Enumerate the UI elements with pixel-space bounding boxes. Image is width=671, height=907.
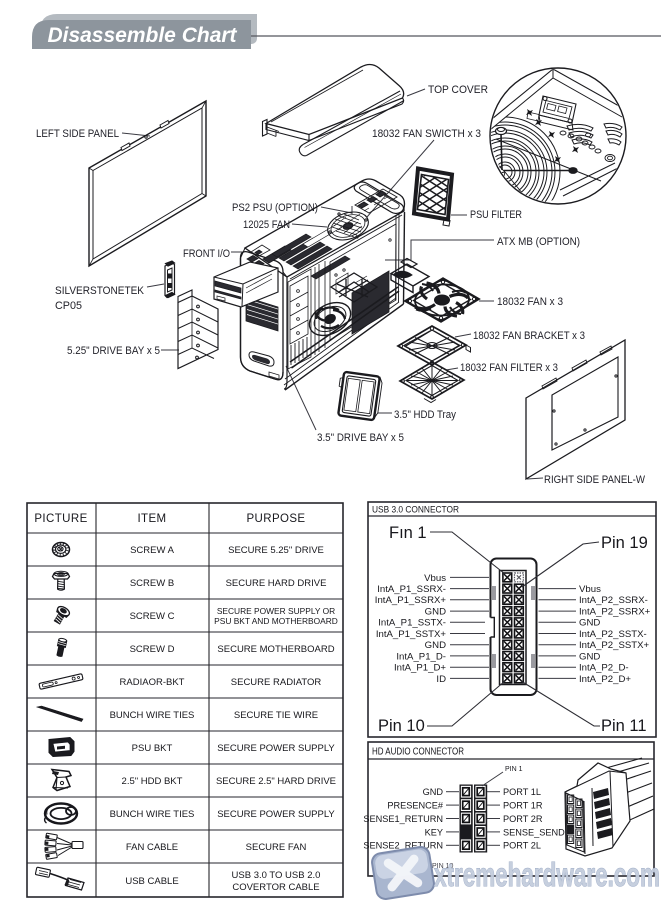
svg-text:Disassemble Chart: Disassemble Chart [47,24,237,47]
svg-text:SECURE HARD DRIVE: SECURE HARD DRIVE [226,578,327,589]
svg-text:12025 FAN: 12025 FAN [243,219,290,231]
svg-text:RIGHT SIDE PANEL-W: RIGHT SIDE PANEL-W [544,474,645,486]
svg-text:18032 FAN BRACKET x 3: 18032 FAN BRACKET x 3 [473,330,585,342]
svg-text:PRESENCE#: PRESENCE# [387,801,444,811]
svg-text:SECURE TIE WIRE: SECURE TIE WIRE [234,710,318,721]
svg-text:KEY: KEY [425,827,443,837]
svg-text:IntA_P1_SSRX-: IntA_P1_SSRX- [377,584,446,595]
svg-text:IntA_P2_D+: IntA_P2_D+ [579,674,631,685]
svg-text:IntA_P1_SSTX+: IntA_P1_SSTX+ [376,629,447,640]
svg-text:GND: GND [579,618,600,629]
svg-text:SECURE RADIATOR: SECURE RADIATOR [231,677,322,688]
svg-text:SENSE1_RETURN: SENSE1_RETURN [363,814,443,824]
svg-text:IntA_P2_SSRX+: IntA_P2_SSRX+ [579,607,651,618]
svg-text:PORT 2R: PORT 2R [503,814,543,824]
svg-text:SCREW C: SCREW C [130,611,175,622]
svg-text:IntA_P1_D-: IntA_P1_D- [396,651,446,662]
svg-text:ID: ID [436,674,446,685]
svg-text:GND: GND [423,787,444,797]
svg-text:LEFT SIDE PANEL: LEFT SIDE PANEL [36,128,119,140]
svg-text:IntA_P2_SSTX-: IntA_P2_SSTX- [579,629,647,640]
svg-text:IntA_P1_D+: IntA_P1_D+ [394,663,446,674]
svg-text:IntA_P2_SSRX-: IntA_P2_SSRX- [579,595,648,606]
svg-text:GND: GND [425,640,446,651]
svg-text:PORT 1L: PORT 1L [503,787,541,797]
svg-text:2.5" HDD BKT: 2.5" HDD BKT [122,776,183,787]
svg-text:CP05: CP05 [55,300,82,312]
svg-text:Vbus: Vbus [424,573,446,584]
svg-text:SENSE2_RETURN: SENSE2_RETURN [363,841,443,851]
svg-text:PSU BKT AND MOTHERBOARD: PSU BKT AND MOTHERBOARD [214,616,338,626]
svg-text:BUNCH WIRE TIES: BUNCH WIRE TIES [110,809,195,820]
svg-text:ITEM: ITEM [137,513,166,525]
svg-text:SECURE POWER SUPPLY OR: SECURE POWER SUPPLY OR [217,606,335,616]
svg-text:PORT 1R: PORT 1R [503,801,543,811]
svg-text:5.25" DRIVE BAY x 5: 5.25" DRIVE BAY x 5 [67,345,160,357]
svg-text:Pin 19: Pin 19 [601,534,648,552]
svg-text:PURPOSE: PURPOSE [246,513,305,525]
svg-text:TOP COVER: TOP COVER [428,84,488,96]
svg-text:SECURE FAN: SECURE FAN [246,842,307,853]
svg-text:ATX MB (OPTION): ATX MB (OPTION) [497,236,580,248]
svg-text:3.5" HDD Tray: 3.5" HDD Tray [394,409,456,421]
svg-text:SECURE POWER SUPPLY: SECURE POWER SUPPLY [217,743,335,754]
svg-text:PIN 1: PIN 1 [505,766,523,773]
svg-text:HD AUDIO CONNECTOR: HD AUDIO CONNECTOR [372,747,464,758]
svg-text:SENSE_SEND: SENSE_SEND [503,827,565,837]
svg-text:USB 3.0 CONNECTOR: USB 3.0 CONNECTOR [372,505,459,516]
svg-text:IntA_P1_SSRX+: IntA_P1_SSRX+ [375,595,447,606]
svg-text:SILVERSTONETEK: SILVERSTONETEK [55,285,144,297]
svg-text:GND: GND [579,651,600,662]
svg-text:18032 FAN x 3: 18032 FAN x 3 [497,296,563,308]
svg-text:Pin 11: Pin 11 [601,717,647,735]
svg-text:BUNCH WIRE TIES: BUNCH WIRE TIES [110,710,195,721]
svg-text:Fın 1: Fın 1 [389,524,427,542]
svg-text:PS2 PSU (OPTION): PS2 PSU (OPTION) [232,202,318,214]
svg-text:PSU FILTER: PSU FILTER [470,209,522,221]
svg-text:IntA_P2_SSTX+: IntA_P2_SSTX+ [579,640,650,651]
svg-text:Vbus: Vbus [579,584,601,595]
svg-text:IntA_P1_SSTX-: IntA_P1_SSTX- [378,618,446,629]
svg-text:USB CABLE: USB CABLE [125,876,178,887]
svg-text:PIN 10: PIN 10 [432,863,454,870]
svg-text:RADIAOR-BKT: RADIAOR-BKT [120,677,185,688]
svg-text:SCREW A: SCREW A [130,545,174,556]
svg-text:SCREW B: SCREW B [130,578,174,589]
svg-text:18032 FAN FILTER x 3: 18032 FAN FILTER x 3 [460,362,558,374]
svg-text:SECURE 2.5" HARD DRIVE: SECURE 2.5" HARD DRIVE [216,776,336,787]
svg-text:SECURE POWER SUPPLY: SECURE POWER SUPPLY [217,809,335,820]
svg-text:3.5" DRIVE BAY x 5: 3.5" DRIVE BAY x 5 [317,432,404,444]
svg-text:SCREW D: SCREW D [130,644,175,655]
svg-text:GND: GND [425,607,446,618]
svg-text:FAN CABLE: FAN CABLE [126,842,178,853]
svg-text:SECURE 5.25" DRIVE: SECURE 5.25" DRIVE [228,545,324,556]
svg-text:SECURE MOTHERBOARD: SECURE MOTHERBOARD [217,644,334,655]
svg-text:18032 FAN SWICTH x 3: 18032 FAN SWICTH x 3 [372,128,481,140]
svg-text:FRONT I/O: FRONT I/O [183,248,230,260]
svg-text:xtremehardware.com: xtremehardware.com [434,856,660,893]
svg-text:PICTURE: PICTURE [34,513,87,525]
svg-text:PSU BKT: PSU BKT [132,743,173,754]
svg-text:PORT 2L: PORT 2L [503,841,541,851]
svg-text:COVERTOR CABLE: COVERTOR CABLE [232,882,319,893]
svg-text:Pin 10: Pin 10 [378,717,425,735]
svg-text:IntA_P2_D-: IntA_P2_D- [579,663,629,674]
svg-text:USB 3.0 TO USB 2.0: USB 3.0 TO USB 2.0 [232,870,321,881]
